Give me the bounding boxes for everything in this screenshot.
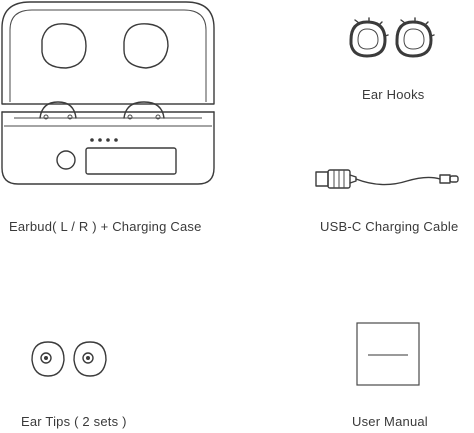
usb-cable-label: USB-C Charging Cable (320, 219, 459, 234)
ear-tips-illustration (28, 340, 110, 378)
ear-hooks-drawing (349, 17, 435, 58)
ear-hooks-label: Ear Hooks (362, 87, 425, 102)
ear-hooks-illustration (345, 17, 437, 60)
charging-case-illustration (0, 0, 225, 190)
user-manual-label: User Manual (352, 414, 428, 429)
ear-tips-label: Ear Tips ( 2 sets ) (21, 414, 127, 429)
usb-cable-drawing (315, 169, 459, 189)
ear-tips-drawing (31, 341, 107, 377)
user-manual-drawing (356, 322, 420, 386)
user-manual-illustration (356, 322, 420, 386)
usb-cable-illustration (312, 165, 462, 195)
charging-case-drawing (1, 1, 215, 185)
charging-case-label: Earbud( L / R ) + Charging Case (9, 219, 202, 234)
